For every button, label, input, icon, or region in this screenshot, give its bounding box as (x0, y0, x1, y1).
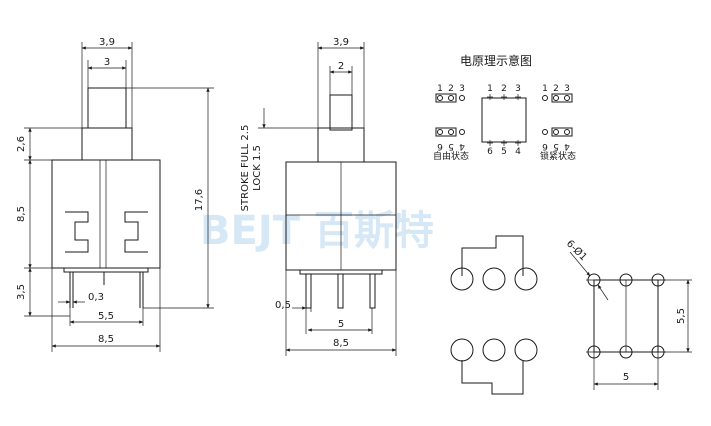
side-dim-top-outer: 3,9 (333, 37, 349, 48)
svg-text:4: 4 (515, 147, 521, 157)
dim-right-total: 17,6 (194, 189, 205, 211)
svg-text:5: 5 (553, 141, 559, 151)
svg-text:6: 6 (487, 147, 493, 157)
dim-pin-span: 5,5 (98, 311, 114, 322)
side-plunger-top (329, 94, 353, 131)
dim-top-inner: 3 (104, 57, 110, 68)
dim-pin-width: 0,3 (88, 292, 104, 303)
dim-left-cap: 2,6 (16, 136, 27, 152)
locked-bottom-contact (551, 127, 573, 137)
plunger-top (87, 87, 127, 129)
free-bottom-contact (435, 127, 457, 137)
locked-top-contact (551, 93, 573, 103)
svg-text:3: 3 (459, 84, 465, 94)
dim-top-outer: 3,9 (99, 37, 115, 48)
side-view: 3,9 2 STROKE FULL 2.5 LOCK 1.5 0,5 5 8,5 (240, 37, 397, 356)
svg-text:6: 6 (437, 141, 443, 151)
right-window (124, 211, 148, 253)
free-top-contact (435, 93, 457, 103)
side-dim-pin-pitch: 5 (338, 319, 344, 330)
svg-text:5: 5 (501, 147, 507, 157)
free-state-label: 自由状态 (433, 150, 469, 162)
left-window (65, 211, 89, 253)
pcb-hole-layout: 6-Ø1 5,5 5 (564, 238, 692, 390)
pcb-horizontal-dim: 5 (623, 372, 629, 383)
svg-text:4: 4 (564, 141, 570, 151)
side-dim-pin-dia: 0,5 (275, 300, 291, 311)
plunger-cap (81, 127, 133, 161)
lock-note: LOCK 1.5 (252, 145, 263, 191)
pcb-footprint (450, 235, 538, 395)
watermark: BEJT 百斯特 (200, 208, 434, 254)
schematic: 电原理示意图 1 2 3 6 5 4 1 2 3 6 5 4 自由状态 1 (433, 53, 576, 162)
pcb-vertical-dim: 5,5 (676, 308, 687, 324)
svg-text:3: 3 (515, 84, 521, 94)
svg-text:6: 6 (542, 141, 548, 151)
svg-text:4: 4 (459, 141, 465, 151)
svg-text:3: 3 (564, 84, 570, 94)
front-view: 3,9 3 2,6 8,5 3,5 17,6 0,3 5,5 8,5 (16, 37, 214, 352)
svg-text:1: 1 (437, 84, 443, 94)
svg-text:1: 1 (542, 84, 548, 94)
side-dim-body-width: 8,5 (333, 338, 349, 349)
hole-label: 6-Ø1 (564, 238, 590, 264)
stroke-note: STROKE FULL 2.5 (240, 125, 251, 212)
svg-text:2: 2 (501, 84, 507, 94)
schematic-title: 电原理示意图 (460, 53, 532, 68)
svg-text:2: 2 (553, 84, 559, 94)
svg-text:5: 5 (448, 141, 454, 151)
svg-text:1: 1 (487, 84, 493, 94)
dim-left-pin: 3,5 (16, 284, 27, 300)
schematic-center-box (481, 97, 527, 143)
dim-left-body: 8,5 (16, 206, 27, 222)
locked-state-label: 锁紧状态 (540, 150, 576, 162)
svg-text:2: 2 (448, 84, 454, 94)
dim-body-width: 8,5 (98, 334, 114, 345)
side-plunger-cap (317, 127, 365, 163)
side-dim-top-inner: 2 (338, 61, 344, 72)
